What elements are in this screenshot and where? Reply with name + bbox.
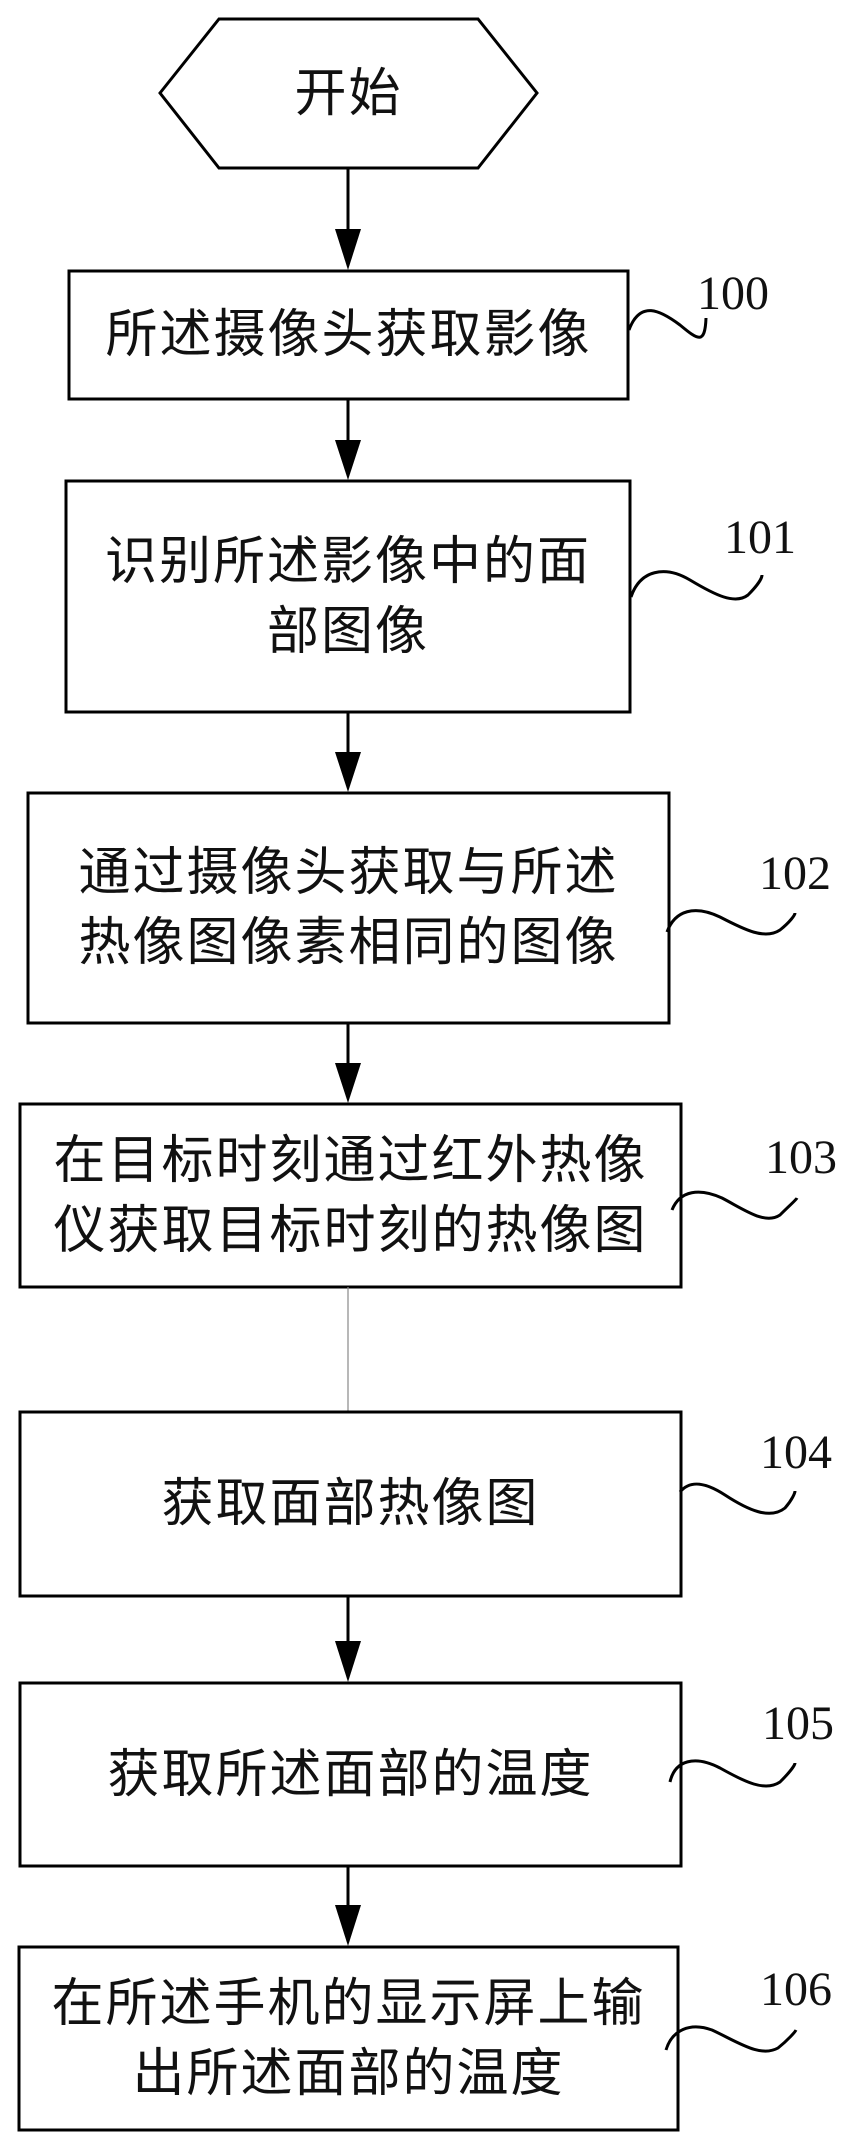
ref-label-105: 105	[762, 1697, 834, 1750]
step-103-text-line2: 仪获取目标时刻的热像图	[53, 1200, 648, 1261]
arrowhead-icon	[335, 440, 361, 480]
step-105-text: 获取所述面部的温度	[107, 1744, 594, 1805]
step-100-text: 所述摄像头获取影像	[105, 305, 592, 365]
step-102-label: 通过摄像头获取与所述 热像图像素相同的图像	[28, 793, 669, 1023]
step-box-105	[18, 1681, 683, 1868]
arrowhead-icon	[335, 1063, 361, 1103]
arrowhead-icon	[335, 752, 361, 792]
ref-label-106: 106	[760, 1963, 832, 2016]
ref-label-101: 101	[724, 511, 796, 564]
step-104-text: 获取面部热像图	[161, 1474, 540, 1534]
leader-squiggle-102	[665, 909, 797, 936]
ref-label-102: 102	[759, 847, 831, 900]
step-box-104	[18, 1410, 683, 1598]
step-100-label: 所述摄像头获取影像	[69, 271, 628, 399]
step-104-label: 获取面部热像图	[20, 1412, 681, 1596]
leader-squiggle-104	[678, 1482, 797, 1515]
start-text: 开始	[294, 63, 403, 124]
arrowhead-icon	[335, 1905, 361, 1946]
step-101-text-line1: 识别所述影像中的面	[104, 531, 591, 592]
step-box-102	[26, 791, 671, 1025]
ref-label-103: 103	[765, 1131, 837, 1184]
step-box-103	[18, 1102, 683, 1289]
step-box-106	[17, 1945, 680, 2132]
step-106-text-line1: 在所述手机的显示屏上输	[51, 1973, 646, 2034]
step-105-label: 获取所述面部的温度	[20, 1683, 681, 1866]
step-103-label: 在目标时刻通过红外热像 仪获取目标时刻的热像图	[20, 1104, 681, 1287]
step-101-label: 识别所述影像中的面 部图像	[66, 481, 630, 712]
arrowhead-icon	[335, 229, 361, 270]
step-106-text-line2: 出所述面部的温度	[132, 2043, 565, 2104]
step-101-text-line2: 部图像	[266, 601, 429, 662]
start-label: 开始	[219, 19, 478, 168]
start-terminator	[158, 17, 539, 170]
ref-label-100: 100	[697, 267, 769, 320]
leader-squiggle-100	[627, 309, 708, 339]
leader-squiggle-103	[670, 1190, 799, 1220]
arrowhead-icon	[335, 1641, 361, 1682]
leader-squiggle-101	[629, 570, 764, 601]
step-103-text-line1: 在目标时刻通过红外热像	[53, 1130, 648, 1191]
step-102-text-line1: 通过摄像头获取与所述	[78, 843, 619, 903]
ref-label-104: 104	[760, 1426, 832, 1479]
step-box-101	[64, 479, 632, 714]
step-106-label: 在所述手机的显示屏上输 出所述面部的温度	[19, 1947, 678, 2130]
step-102-text-line2: 热像图像素相同的图像	[78, 913, 619, 973]
leader-squiggle-105	[668, 1759, 797, 1788]
leader-squiggle-106	[664, 2025, 798, 2053]
step-box-100	[67, 269, 630, 401]
